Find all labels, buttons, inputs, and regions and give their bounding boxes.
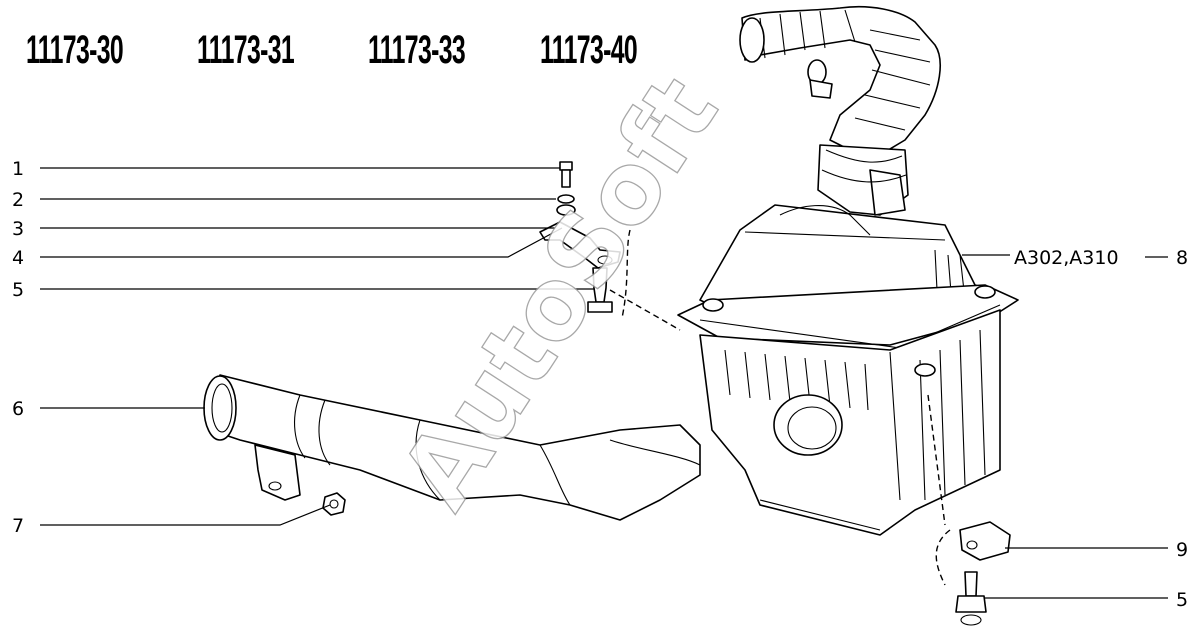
callout-7: 7 [12, 515, 24, 537]
callout-8-note: A302,A310 [1014, 247, 1119, 269]
assembly-path-upper [609, 229, 681, 331]
leader-4 [40, 227, 563, 258]
callout-8: 8 [1176, 247, 1188, 269]
lower-mount-hardware [955, 521, 1011, 626]
callout-5-upper: 5 [12, 279, 24, 301]
air-inlet-duct [203, 374, 701, 521]
callout-5-lower: 5 [1176, 589, 1188, 611]
air-cleaner-assembly [677, 5, 1019, 536]
model-code-4: 11173-40 [540, 28, 638, 72]
callout-3: 3 [12, 218, 24, 240]
callout-2: 2 [12, 189, 24, 211]
assembly-path-lower [927, 394, 951, 586]
callout-4: 4 [12, 247, 24, 269]
leader-7 [40, 504, 331, 526]
model-code-1: 11173-30 [26, 28, 124, 72]
model-code-2: 11173-31 [197, 28, 295, 72]
bracket-hardware [539, 161, 621, 313]
callout-1: 1 [12, 158, 24, 180]
callout-6: 6 [12, 398, 24, 420]
callout-9: 9 [1176, 539, 1188, 561]
model-code-3: 11173-33 [368, 28, 466, 72]
